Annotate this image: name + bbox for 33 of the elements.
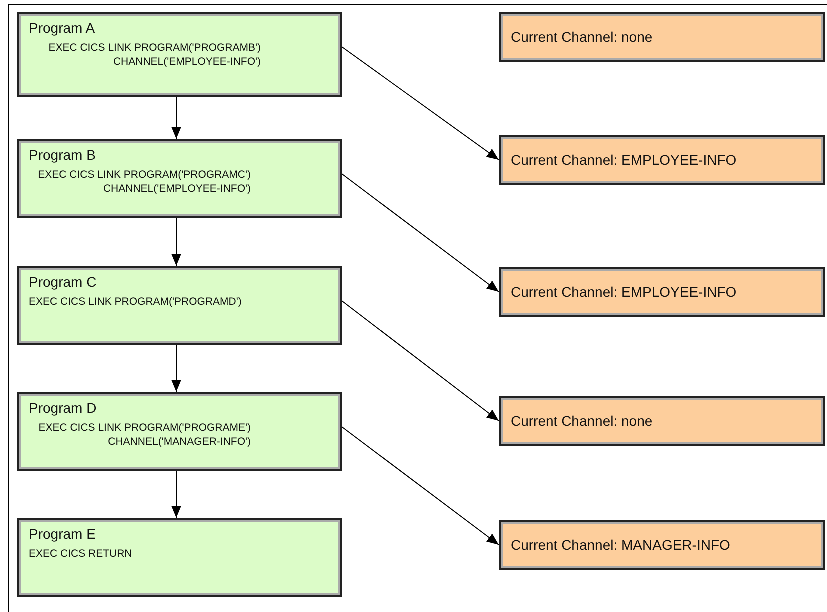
program-box (17, 139, 342, 218)
channel-status: Current Channel: none (511, 413, 653, 429)
code-statement: EXEC CICS LINK PROGRAM('PROGRAMC') CHANNEL('EMPLOYEE-INFO') (37, 169, 251, 196)
arrow (342, 300, 500, 422)
arrow (172, 218, 182, 266)
program-title: Program A (29, 20, 96, 36)
program-box (17, 518, 342, 597)
channel-status: Current Channel: EMPLOYEE-INFO (511, 152, 737, 168)
channel-box (499, 520, 825, 570)
code-statement: EXEC CICS RETURN (29, 548, 132, 562)
channel-status: Current Channel: none (511, 29, 653, 45)
arrow (172, 96, 182, 140)
program-box (17, 12, 342, 97)
code-statement: EXEC CICS LINK PROGRAM('PROGRAME') CHANNEL('MANAGER-INFO') (38, 422, 251, 450)
program-title: Program E (29, 526, 96, 542)
arrow (342, 46, 500, 160)
arrow (342, 426, 500, 546)
code-statement: EXEC CICS LINK PROGRAM('PROGRAMD') (29, 296, 242, 310)
program-title: Program B (29, 147, 96, 163)
channel-box (499, 12, 825, 62)
program-box (17, 266, 342, 345)
channel-status: Current Channel: MANAGER-INFO (511, 537, 730, 553)
arrow (172, 344, 182, 392)
channel-box (499, 267, 825, 317)
code-statement: EXEC CICS LINK PROGRAM('PROGRAMB') CHANNEL('EMPLOYEE-INFO') (48, 42, 261, 70)
channel-box (499, 135, 825, 185)
program-box (17, 392, 342, 471)
program-title: Program C (29, 274, 97, 290)
arrow (172, 470, 182, 518)
channel-status: Current Channel: EMPLOYEE-INFO (511, 284, 737, 300)
channel-box (499, 396, 825, 446)
arrow (342, 174, 500, 292)
program-title: Program D (29, 400, 97, 416)
